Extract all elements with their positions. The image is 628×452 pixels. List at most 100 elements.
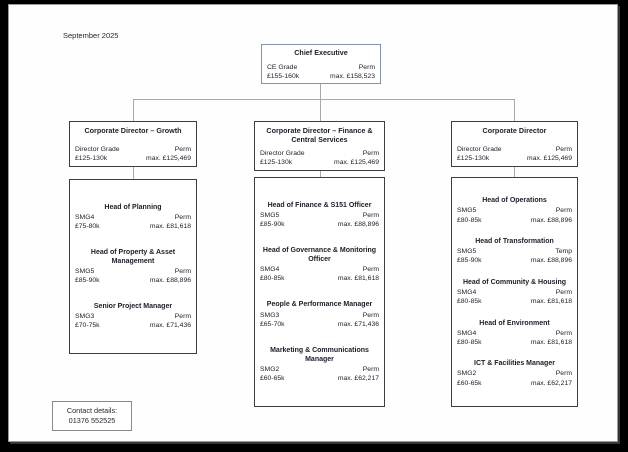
- director-contract: Perm: [362, 149, 379, 157]
- role-grade: SMG2: [260, 365, 280, 373]
- director-salary-range: £125-130k: [75, 154, 108, 162]
- role-salary-max: max. £88,896: [530, 257, 572, 265]
- role-salary-max: max. £81,618: [149, 222, 191, 230]
- role-grade: SMG4: [457, 288, 477, 296]
- director-title: Corporate Director – Finance & Central S…: [266, 126, 373, 145]
- role-entry: Head of Planning SMG4 Perm £75-80k max. …: [75, 203, 191, 231]
- role-grade: SMG3: [260, 311, 280, 319]
- role-salary-max: max. £88,896: [337, 221, 379, 229]
- connector-drop-right: [514, 99, 515, 121]
- chief-executive-box: Chief Executive CE Grade Perm £155-160k …: [261, 44, 381, 84]
- role-title: Senior Project Manager: [93, 302, 173, 310]
- role-salary-max: max. £88,896: [530, 216, 572, 224]
- director-salary-max: max. £125,469: [334, 158, 379, 166]
- role-salary-range: £85-90k: [75, 277, 100, 285]
- director-grade: Director Grade: [260, 149, 305, 157]
- role-salary-max: max. £81,618: [530, 298, 572, 306]
- role-salary-range: £75-80k: [75, 222, 100, 230]
- role-title: Head of Environment: [479, 319, 550, 327]
- role-contract: Perm: [174, 312, 191, 320]
- connector-drop-mid: [320, 99, 321, 121]
- role-salary-range: £85-90k: [260, 221, 285, 229]
- director-contract: Perm: [555, 145, 572, 153]
- chief-executive-grade: CE Grade: [267, 63, 298, 71]
- role-contract: Perm: [555, 288, 572, 296]
- contact-details-phone: 01376 552525: [68, 416, 116, 425]
- role-contract: Perm: [362, 266, 379, 274]
- role-salary-max: max. £62,217: [530, 379, 572, 387]
- role-entry: ICT & Facilities Manager SMG2 Perm £60-6…: [457, 359, 572, 387]
- connector-link-right: [514, 167, 515, 177]
- role-entry: Head of Finance & S151 Officer SMG5 Perm…: [260, 201, 379, 229]
- role-title: Marketing & Communications Manager: [270, 346, 369, 363]
- role-contract: Perm: [362, 211, 379, 219]
- contact-details-box: Contact details: 01376 552525: [52, 401, 132, 431]
- chief-executive-contract: Perm: [358, 63, 375, 71]
- role-title: Head of Planning: [104, 203, 162, 211]
- connector-bus: [133, 99, 514, 100]
- role-salary-range: £65-70k: [260, 320, 285, 328]
- role-grade: SMG5: [457, 207, 477, 215]
- director-salary-max: max. £125,469: [527, 154, 572, 162]
- connector-ce-drop: [320, 84, 321, 99]
- role-title: Head of Community & Housing: [462, 278, 567, 286]
- role-salary-max: max. £88,896: [149, 277, 191, 285]
- role-salary-range: £70-75k: [75, 322, 100, 330]
- role-contract: Temp: [555, 248, 572, 256]
- director-box-growth: Corporate Director – Growth Director Gra…: [69, 121, 197, 167]
- role-salary-max: max. £71,436: [149, 322, 191, 330]
- role-entry: Head of Environment SMG4 Perm £80-85k ma…: [457, 319, 572, 347]
- role-entry: Head of Property & Asset Management SMG5…: [75, 248, 191, 286]
- role-contract: Perm: [362, 365, 379, 373]
- role-salary-range: £80-85k: [457, 338, 482, 346]
- role-entry: Head of Community & Housing SMG4 Perm £8…: [457, 278, 572, 306]
- role-salary-max: max. £62,217: [337, 375, 379, 383]
- role-grade: SMG4: [75, 213, 95, 221]
- role-salary-max: max. £81,618: [337, 275, 379, 283]
- role-contract: Perm: [555, 207, 572, 215]
- connector-link-left: [133, 167, 134, 179]
- chief-executive-title: Chief Executive: [294, 48, 348, 57]
- role-grade: SMG4: [260, 266, 280, 274]
- chief-executive-salary-max: max. £158,523: [330, 72, 375, 80]
- director-salary-range: £125-130k: [260, 158, 293, 166]
- director-salary-range: £125-130k: [457, 154, 490, 162]
- team-group-finance: Head of Finance & S151 Officer SMG5 Perm…: [254, 177, 385, 407]
- role-salary-range: £60-65k: [260, 375, 285, 383]
- role-contract: Perm: [174, 267, 191, 275]
- role-title: Head of Property & Asset Management: [90, 248, 176, 265]
- role-contract: Perm: [362, 311, 379, 319]
- role-contract: Perm: [555, 370, 572, 378]
- chief-executive-salary-range: £155-160k: [267, 72, 300, 80]
- document-page: September 2025 Chief Executive CE Grade …: [8, 4, 618, 442]
- director-title: Corporate Director: [482, 126, 547, 135]
- role-entry: Senior Project Manager SMG3 Perm £70-75k…: [75, 302, 191, 330]
- director-box-finance: Corporate Director – Finance & Central S…: [254, 121, 385, 171]
- role-salary-max: max. £81,618: [530, 338, 572, 346]
- connector-drop-left: [133, 99, 134, 121]
- role-salary-range: £80-85k: [457, 216, 482, 224]
- role-title: Head of Operations: [482, 197, 547, 205]
- connector-link-mid: [320, 171, 321, 177]
- director-grade: Director Grade: [75, 145, 120, 153]
- role-title: ICT & Facilities Manager: [474, 360, 555, 368]
- director-salary-max: max. £125,469: [146, 154, 191, 162]
- role-entry: Head of Operations SMG5 Perm £80-85k max…: [457, 196, 572, 224]
- role-salary-range: £85-90k: [457, 257, 482, 265]
- date-label: September 2025: [63, 31, 119, 40]
- role-grade: SMG2: [457, 370, 477, 378]
- role-salary-range: £60-65k: [457, 379, 482, 387]
- role-grade: SMG4: [457, 329, 477, 337]
- role-grade: SMG5: [260, 211, 280, 219]
- role-salary-max: max. £71,436: [337, 320, 379, 328]
- director-contract: Perm: [174, 145, 191, 153]
- director-title: Corporate Director – Growth: [84, 126, 182, 135]
- role-salary-range: £80-85k: [260, 275, 285, 283]
- role-title: Head of Transformation: [475, 238, 554, 246]
- team-group-general: Head of Operations SMG5 Perm £80-85k max…: [451, 177, 578, 407]
- team-group-growth: Head of Planning SMG4 Perm £75-80k max. …: [69, 179, 197, 354]
- role-entry: People & Performance Manager SMG3 Perm £…: [260, 300, 379, 328]
- role-contract: Perm: [555, 329, 572, 337]
- role-contract: Perm: [174, 213, 191, 221]
- contact-details-label: Contact details:: [66, 406, 118, 416]
